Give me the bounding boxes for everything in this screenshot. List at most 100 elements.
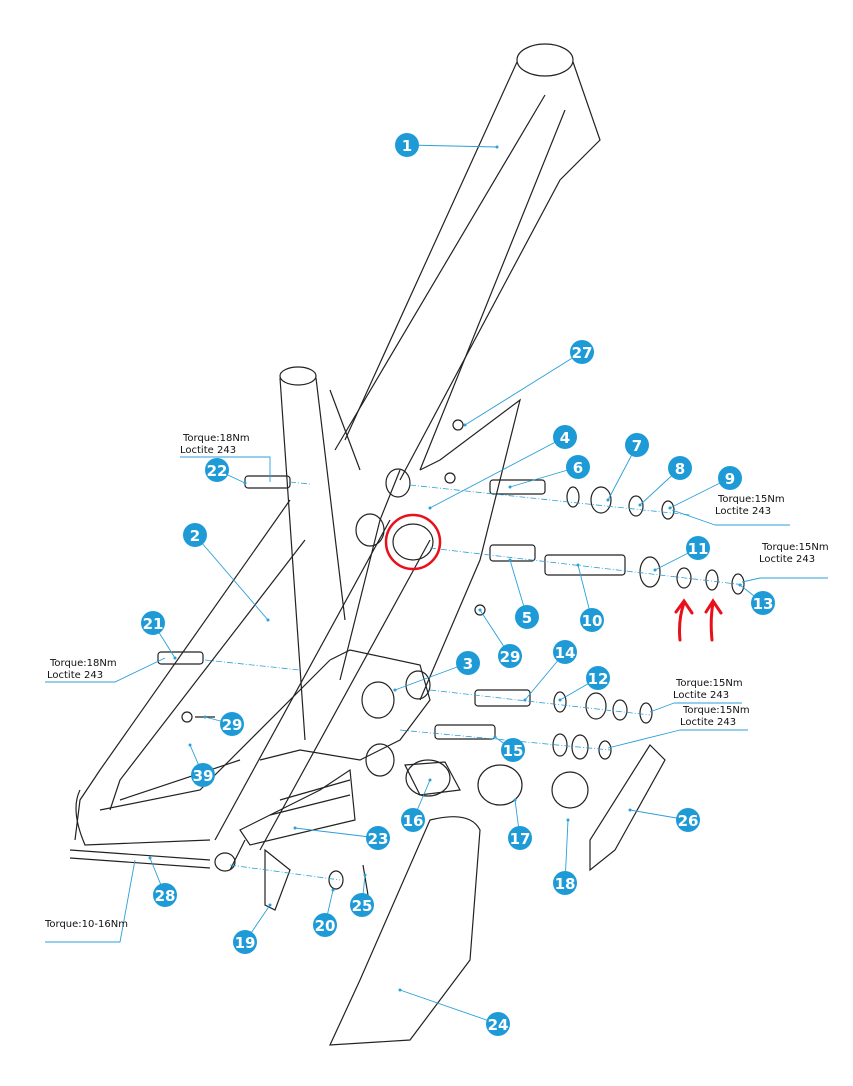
callout-number: 10 bbox=[582, 612, 603, 630]
leader-dot bbox=[293, 826, 297, 830]
callout-number: 11 bbox=[688, 540, 709, 558]
callout-15: 15 bbox=[493, 735, 525, 762]
callout-10: 10 bbox=[576, 563, 604, 632]
callout-badge bbox=[515, 605, 539, 629]
torque-value: Torque:18Nm bbox=[182, 433, 250, 444]
callout-number: 12 bbox=[588, 670, 609, 688]
callout-badge bbox=[233, 930, 257, 954]
callout-28: 28 bbox=[148, 856, 177, 907]
leader-dot bbox=[188, 743, 192, 747]
callout-number: 18 bbox=[555, 875, 576, 893]
leader-dot bbox=[493, 735, 497, 739]
callout-number: 39 bbox=[193, 767, 214, 785]
leader-line bbox=[394, 662, 469, 691]
leader-dot bbox=[478, 608, 482, 612]
assembly-axes bbox=[204, 481, 746, 881]
leader-dot bbox=[558, 698, 562, 702]
callout-group: 1234567891011121314151617181920212223242… bbox=[141, 133, 775, 1036]
callout-12: 12 bbox=[558, 666, 610, 702]
callout-badge bbox=[401, 808, 425, 832]
leader-dot bbox=[606, 498, 610, 502]
callout-39: 39 bbox=[188, 743, 215, 787]
callout-number: 3 bbox=[463, 655, 473, 673]
torque-value: Torque:15Nm bbox=[682, 705, 750, 716]
callout-number: 21 bbox=[143, 615, 164, 633]
callout-number: 14 bbox=[555, 644, 576, 662]
red-arrow-icon bbox=[674, 598, 694, 642]
leader-line bbox=[464, 351, 583, 426]
callout-badge bbox=[566, 455, 590, 479]
leader-dot bbox=[738, 583, 742, 587]
callout-9: 9 bbox=[668, 466, 742, 510]
callout-22: 22 bbox=[205, 458, 247, 485]
callout-29: 29 bbox=[203, 712, 244, 736]
callout-1: 1 bbox=[395, 133, 499, 157]
leader-dot bbox=[638, 503, 642, 507]
callout-badge bbox=[350, 893, 374, 917]
callout-badge bbox=[486, 1012, 510, 1036]
callout-badge bbox=[153, 883, 177, 907]
callout-badge bbox=[191, 763, 215, 787]
callout-13: 13 bbox=[738, 583, 775, 615]
callout-number: 1 bbox=[402, 137, 412, 155]
callout-badge bbox=[501, 738, 525, 762]
callout-19: 19 bbox=[233, 903, 272, 954]
leader-dot bbox=[508, 558, 512, 562]
loctite-note: Loctite 243 bbox=[673, 690, 729, 701]
red-arrow-icon bbox=[704, 598, 723, 642]
leader-dot bbox=[566, 818, 570, 822]
callout-number: 25 bbox=[352, 897, 373, 915]
callout-number: 9 bbox=[725, 470, 735, 488]
leader-dot bbox=[243, 481, 247, 485]
callout-21: 21 bbox=[141, 611, 177, 660]
callout-8: 8 bbox=[638, 456, 692, 507]
callout-number: 16 bbox=[403, 812, 424, 830]
callout-badge bbox=[366, 826, 390, 850]
callout-18: 18 bbox=[553, 818, 577, 895]
callout-14: 14 bbox=[523, 640, 577, 702]
torque-value: Torque:15Nm bbox=[675, 678, 743, 689]
callout-badge bbox=[553, 640, 577, 664]
callout-badge bbox=[205, 458, 229, 482]
leader-line bbox=[406, 144, 498, 148]
torque-value: Torque:15Nm bbox=[717, 494, 785, 505]
loctite-note: Loctite 243 bbox=[47, 670, 103, 681]
loctite-note: Loctite 243 bbox=[680, 717, 736, 728]
callout-number: 19 bbox=[235, 934, 256, 952]
callout-27: 27 bbox=[463, 340, 594, 427]
loctite-note: Loctite 243 bbox=[715, 506, 771, 517]
leader-line bbox=[194, 534, 269, 621]
callout-badge bbox=[395, 133, 419, 157]
callout-badge bbox=[456, 651, 480, 675]
callout-26: 26 bbox=[628, 808, 700, 832]
callout-number: 29 bbox=[500, 648, 521, 666]
callout-number: 27 bbox=[572, 344, 593, 362]
callout-number: 22 bbox=[207, 462, 228, 480]
leader-dot bbox=[576, 563, 580, 567]
highlight-circle bbox=[384, 513, 442, 571]
callout-badge bbox=[508, 826, 532, 850]
callout-badge bbox=[580, 608, 604, 632]
leader-dot bbox=[331, 888, 335, 892]
leader-dot bbox=[173, 656, 177, 660]
callout-number: 29 bbox=[222, 716, 243, 734]
callout-11: 11 bbox=[653, 536, 710, 572]
callout-23: 23 bbox=[293, 826, 390, 850]
callout-number: 17 bbox=[510, 830, 531, 848]
callout-4: 4 bbox=[428, 425, 577, 510]
callout-number: 15 bbox=[503, 742, 524, 760]
leader-dot bbox=[495, 145, 499, 149]
callout-number: 7 bbox=[632, 437, 642, 455]
callout-3: 3 bbox=[393, 651, 480, 692]
torque-value: Torque:18Nm bbox=[49, 658, 117, 669]
torque-value: Torque:15Nm bbox=[761, 542, 829, 553]
leader-line bbox=[294, 827, 379, 839]
leader-dot bbox=[398, 988, 402, 992]
callout-badge bbox=[686, 536, 710, 560]
leader-dot bbox=[148, 856, 152, 860]
leader-dot bbox=[266, 618, 270, 622]
leader-dot bbox=[428, 506, 432, 510]
